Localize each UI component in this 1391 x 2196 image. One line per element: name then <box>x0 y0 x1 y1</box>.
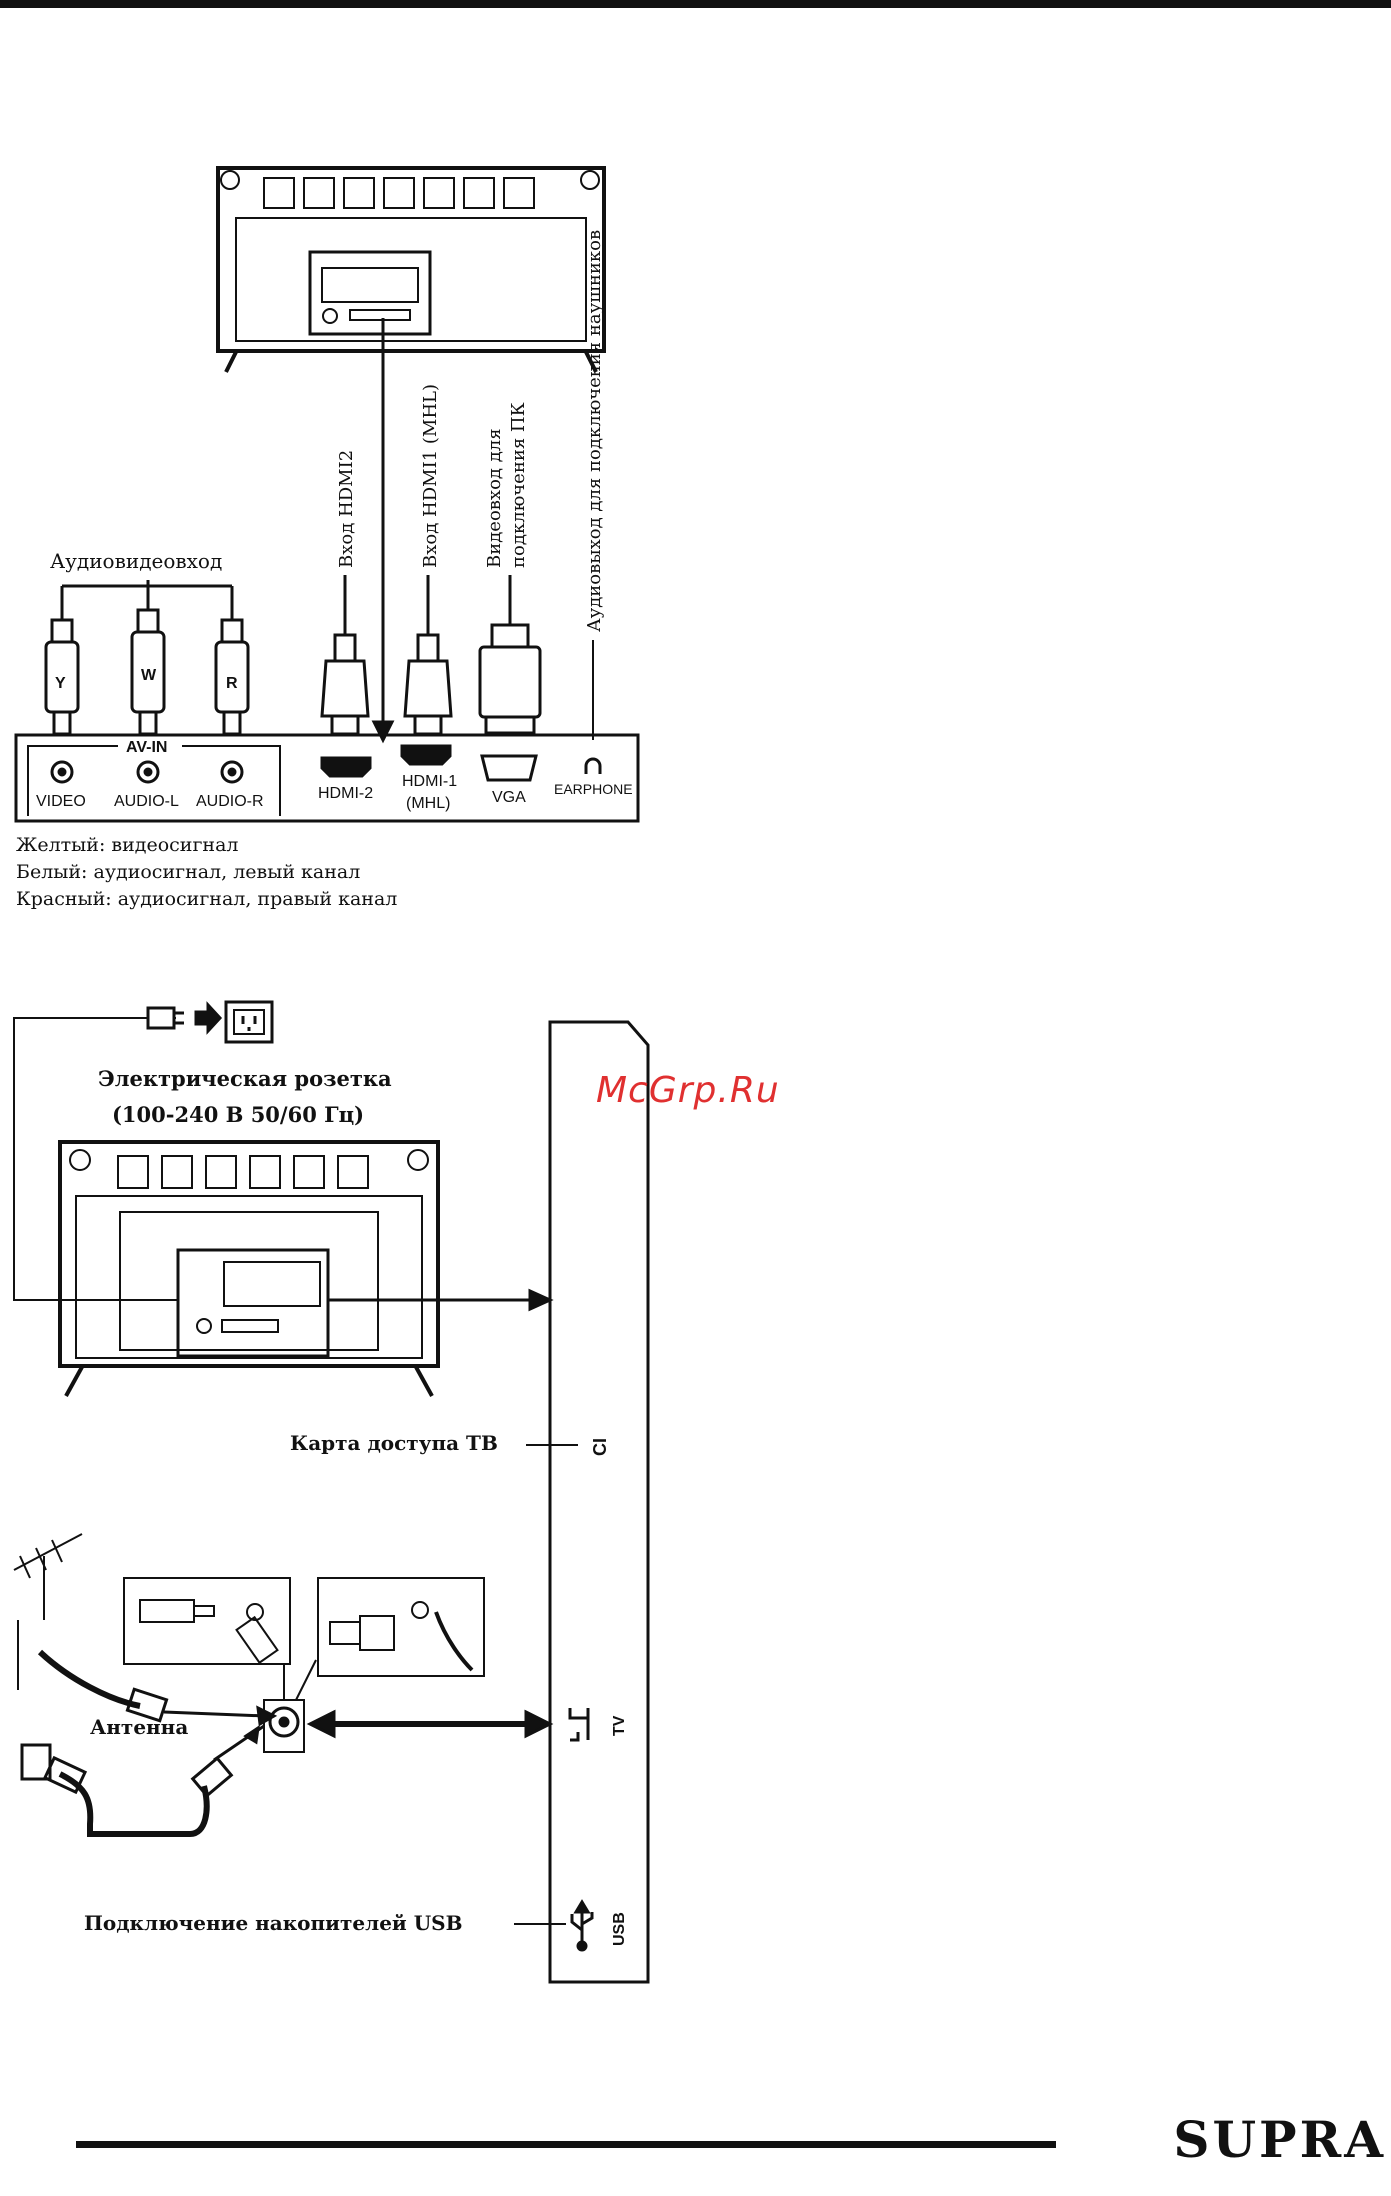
color-legend: Желтый: видеосигнал Белый: аудиосигнал, … <box>16 832 397 913</box>
power-spec: (100-240 В 50/60 Гц) <box>112 1102 364 1127</box>
port-label-hdmi1: HDMI-1 <box>402 773 457 790</box>
plug-letter-yellow: Y <box>55 675 66 692</box>
usb-icon <box>570 1899 594 1952</box>
port-label-audio-l: AUDIO-L <box>114 793 179 810</box>
connector-inset-1 <box>123 1577 291 1665</box>
vertical-label-vga-2: подключения ПК <box>508 402 529 568</box>
port-label-vga: VGA <box>492 789 526 806</box>
rca-plug-white <box>130 608 166 736</box>
wall-socket-icon <box>20 1743 52 1781</box>
port-audio-r-jack <box>220 760 244 784</box>
power-arrow-icon <box>194 1001 223 1035</box>
hdmi1-plug <box>403 633 453 736</box>
connector-panel <box>14 733 640 823</box>
connector-inset-2 <box>317 1577 485 1677</box>
power-label: Электрическая розетка <box>98 1066 392 1091</box>
tv-port-label: TV <box>611 1715 628 1736</box>
side-panel-outline <box>548 1020 650 1984</box>
vertical-label-vga-1: Видеовход для <box>484 428 505 568</box>
port-label-hdmi2: HDMI-2 <box>318 785 373 802</box>
cable-plug <box>190 1756 234 1798</box>
legend-red: Красный: аудиосигнал, правый канал <box>16 888 398 910</box>
top-rule <box>0 0 1391 8</box>
port-label-earphone: EARPHONE <box>554 781 633 797</box>
usb-port-label: USB <box>611 1912 628 1946</box>
port-audio-l-jack <box>136 760 160 784</box>
wall-plug <box>42 1755 88 1795</box>
antenna-label: Антенна <box>90 1715 188 1739</box>
antenna-port-icon <box>568 1708 590 1742</box>
vertical-label-hdmi2: Вход HDMI2 <box>336 450 357 568</box>
usb-label: Подключение накопителей USB <box>84 1911 463 1935</box>
av-in-label: AV-IN <box>126 739 167 756</box>
antenna-icon <box>13 1533 83 1690</box>
rca-plug-yellow <box>44 618 80 736</box>
watermark: McGrp.Ru <box>596 1070 780 1111</box>
tv-rear-bottom <box>58 1140 440 1397</box>
brand-logo: SUPRA <box>1173 2110 1386 2169</box>
antenna-socket <box>263 1699 305 1753</box>
earphone-icon <box>584 757 602 774</box>
port-vga-socket <box>480 754 538 782</box>
port-label-video: VIDEO <box>36 793 86 810</box>
port-hdmi2-socket <box>320 756 372 778</box>
tv-rear-top <box>216 166 606 373</box>
port-label-hdmi1-mhl: (MHL) <box>406 795 450 812</box>
port-label-audio-r: AUDIO-R <box>196 793 264 810</box>
legend-white: Белый: аудиосигнал, левый канал <box>16 861 361 883</box>
vga-plug <box>478 623 542 735</box>
vertical-label-earphone: Аудиовыход для подключения наушников <box>584 230 605 632</box>
antenna-plug <box>125 1687 169 1723</box>
hdmi2-plug <box>320 633 370 736</box>
vertical-label-hdmi1: Вход HDMI1 (MHL) <box>420 384 441 568</box>
power-plug-icon <box>146 1006 184 1030</box>
plug-letter-red: R <box>226 675 238 692</box>
legend-yellow: Желтый: видеосигнал <box>16 834 239 856</box>
power-socket-icon <box>224 1000 274 1044</box>
av-group-label: Аудиовидеовход <box>50 549 222 573</box>
ci-label: Карта доступа ТВ <box>290 1431 498 1455</box>
port-video-jack <box>50 760 74 784</box>
plug-letter-white: W <box>141 667 157 684</box>
footer-rule <box>76 2141 1056 2148</box>
ci-port-label: CI <box>590 1438 610 1456</box>
port-hdmi1-socket <box>400 744 452 766</box>
rca-plug-red <box>214 618 250 736</box>
